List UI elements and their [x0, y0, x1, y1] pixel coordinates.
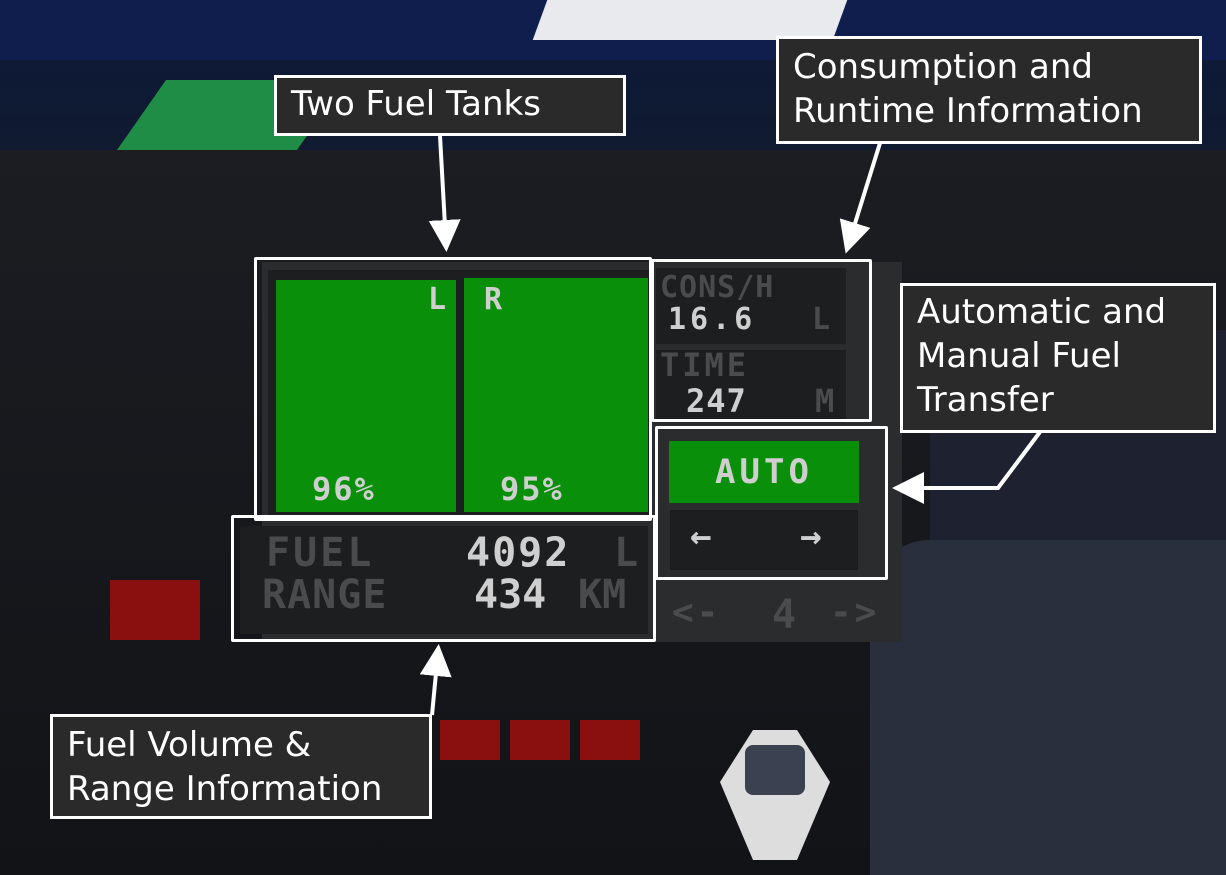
tank-right-percent: 95%	[500, 470, 564, 508]
red-switch[interactable]	[580, 720, 640, 760]
page-next-button[interactable]: ->	[830, 592, 880, 633]
page-number: 4	[772, 592, 800, 638]
cons-label: CONS/H	[660, 270, 775, 305]
manual-transfer-area	[670, 510, 858, 570]
consumption-highlight	[651, 259, 872, 422]
tank-left-percent: 96%	[312, 470, 376, 508]
arrow-consumption	[839, 142, 882, 254]
transfer-highlight	[655, 426, 888, 580]
range-value: 434	[474, 572, 547, 618]
arrow-volume	[419, 644, 452, 716]
callout-tanks: Two Fuel Tanks	[274, 75, 626, 136]
tank-left-gauge	[276, 280, 456, 512]
arrow-tanks	[428, 135, 461, 252]
cons-unit: L	[812, 302, 834, 337]
control-knob-center	[745, 745, 805, 795]
callout-volume: Fuel Volume & Range Information	[50, 714, 432, 819]
volume-highlight	[231, 515, 656, 642]
tank-right-gauge	[464, 278, 648, 512]
callout-consumption: Consumption and Runtime Information	[776, 36, 1202, 144]
range-label: RANGE	[262, 572, 388, 618]
tank-right-label: R	[484, 282, 507, 317]
seat	[870, 540, 1226, 875]
tanks-highlight	[254, 257, 652, 521]
time-unit: M	[815, 382, 838, 420]
red-switch[interactable]	[110, 580, 200, 640]
transfer-right-button[interactable]: →	[800, 516, 826, 557]
time-display	[656, 350, 846, 420]
callout-transfer: Automatic and Manual Fuel Transfer	[900, 283, 1216, 433]
fuel-value: 4092	[466, 530, 571, 576]
fuel-unit: L	[614, 530, 642, 576]
range-unit: KM	[578, 572, 627, 618]
page-prev-button[interactable]: <-	[672, 592, 722, 633]
time-label: TIME	[660, 346, 750, 384]
auto-transfer-button[interactable]: AUTO	[669, 441, 859, 503]
tank-left-label: L	[428, 282, 451, 317]
fuel-range-display	[240, 526, 648, 634]
time-value: 247	[686, 382, 747, 420]
fuel-label: FUEL	[266, 530, 375, 576]
red-switch[interactable]	[440, 720, 500, 760]
red-switch[interactable]	[510, 720, 570, 760]
cons-value: 16.6	[668, 302, 757, 337]
arrow-transfer	[892, 430, 1042, 504]
transfer-left-button[interactable]: ←	[690, 516, 716, 557]
consumption-display	[656, 268, 846, 344]
